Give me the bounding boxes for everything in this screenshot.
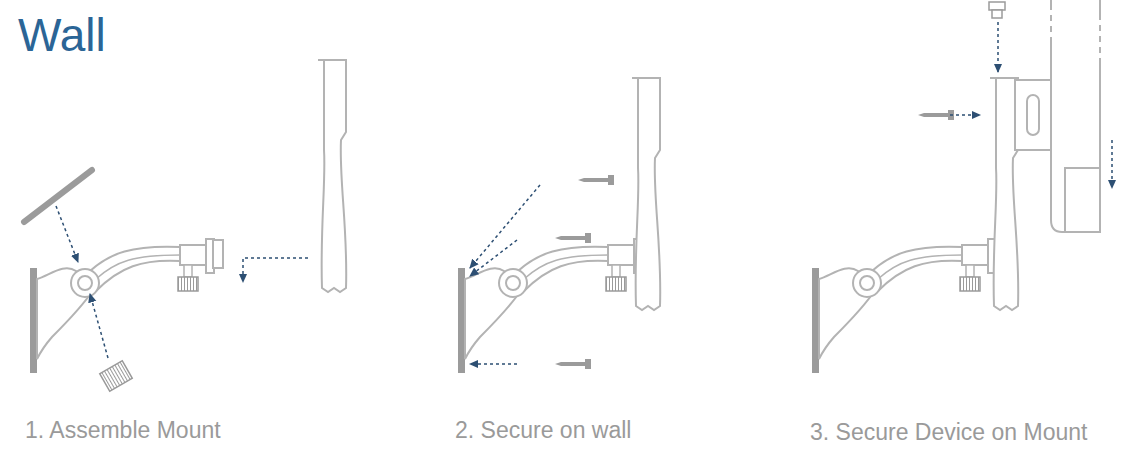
- device-body: [1051, 0, 1100, 232]
- wall-mount: [458, 239, 642, 373]
- wall-screw: [578, 175, 614, 185]
- device-stand: [318, 60, 346, 292]
- top-screw: [989, 2, 1005, 18]
- device-foot: [1065, 168, 1100, 232]
- title: Wall: [18, 8, 106, 62]
- device-stand: [632, 78, 660, 310]
- long-screw: [24, 170, 92, 222]
- knurled-knob: [100, 361, 133, 391]
- dashed-arrows: [950, 22, 1112, 188]
- mount-plate: [213, 240, 223, 268]
- step-caption: 3. Secure Device on Mount: [810, 419, 1087, 446]
- bracket-slot: [1027, 95, 1039, 135]
- dashed-arrows: [470, 185, 540, 364]
- dashed-arrows: [56, 206, 308, 358]
- wall-screw: [555, 233, 591, 243]
- step-caption: 2. Secure on wall: [455, 417, 631, 444]
- device-screw: [918, 110, 954, 120]
- mount-bracket: [1015, 80, 1051, 150]
- wall-mount: [30, 239, 214, 373]
- wall-mount: [812, 239, 996, 373]
- wall-screw: [555, 359, 591, 369]
- step-caption: 1. Assemble Mount: [25, 417, 221, 444]
